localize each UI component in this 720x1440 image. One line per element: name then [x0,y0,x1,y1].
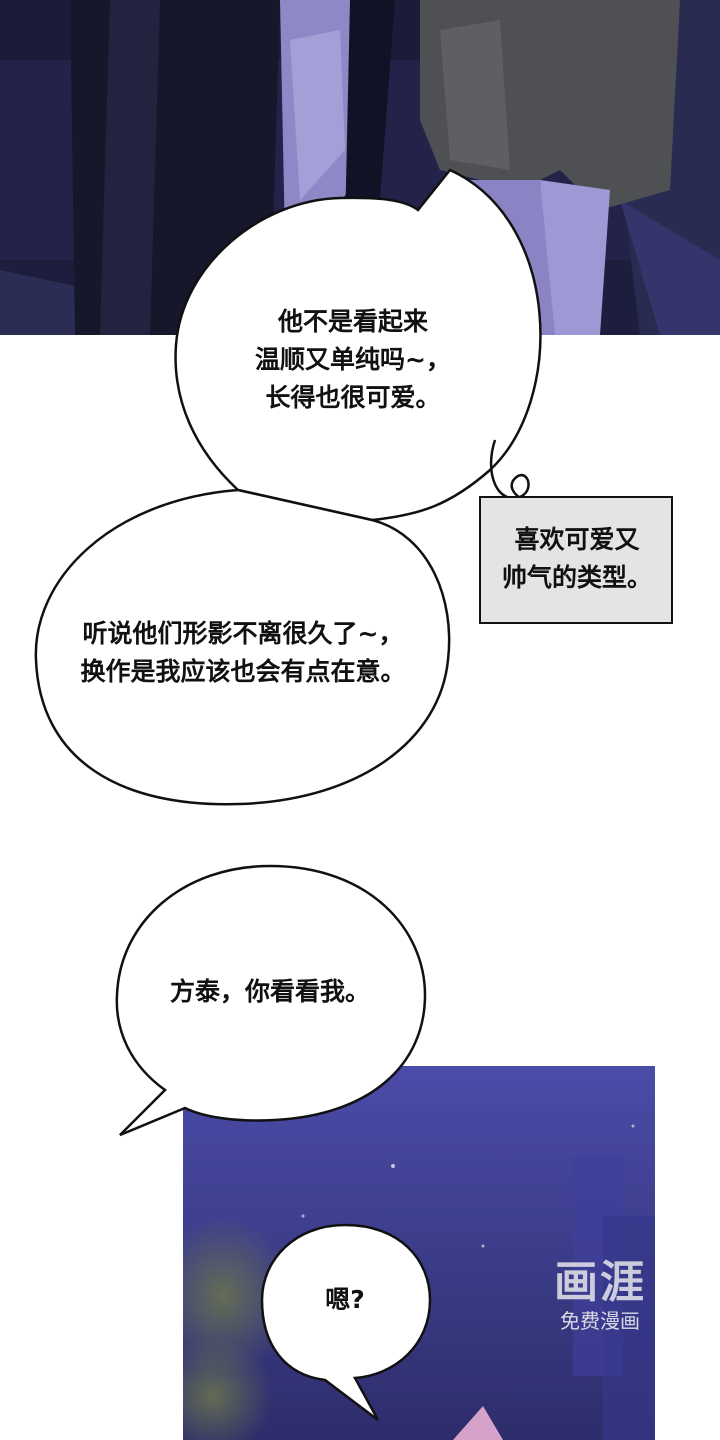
caption-text: 喜欢可爱又 帅气的类型。 [482,521,672,597]
bubble-2-text: 听说他们形影不离很久了~， 换作是我应该也会有点在意。 [48,615,438,691]
curl-connector [489,439,541,507]
caption-line-2: 帅气的类型。 [501,563,652,592]
caption-line-1: 喜欢可爱又 [514,525,640,554]
bubble-4-text: 嗯? [325,1285,365,1314]
speech-bubble-3 [115,864,427,1137]
bubble-1-line-3: 长得也很可爱。 [265,383,441,412]
comic-panel-bottom [183,1066,655,1440]
watermark-logo: 画涯 [554,1257,646,1308]
sky-scene-illustration [183,1066,655,1440]
speech-bubble-4 [260,1223,432,1421]
bubble-1-line-2: 温顺又单纯吗~， [255,345,451,374]
bubble-2-line-1: 听说他们形影不离很久了~， [82,619,404,648]
bubble-3-text: 方泰，你看看我。 [169,977,370,1006]
bubble-1-text: 他不是看起来 温顺又单纯吗~， 长得也很可爱。 [228,303,478,417]
watermark: 画涯 免费漫画 [540,1258,660,1334]
watermark-subtitle: 免费漫画 [560,1309,640,1333]
speech-bubble-1 [174,168,542,522]
caption-box [479,496,673,624]
bubble-2-line-2: 换作是我应该也会有点在意。 [80,657,406,686]
bubble-1-line-1: 他不是看起来 [277,307,428,336]
speech-bubble-2 [34,488,451,806]
